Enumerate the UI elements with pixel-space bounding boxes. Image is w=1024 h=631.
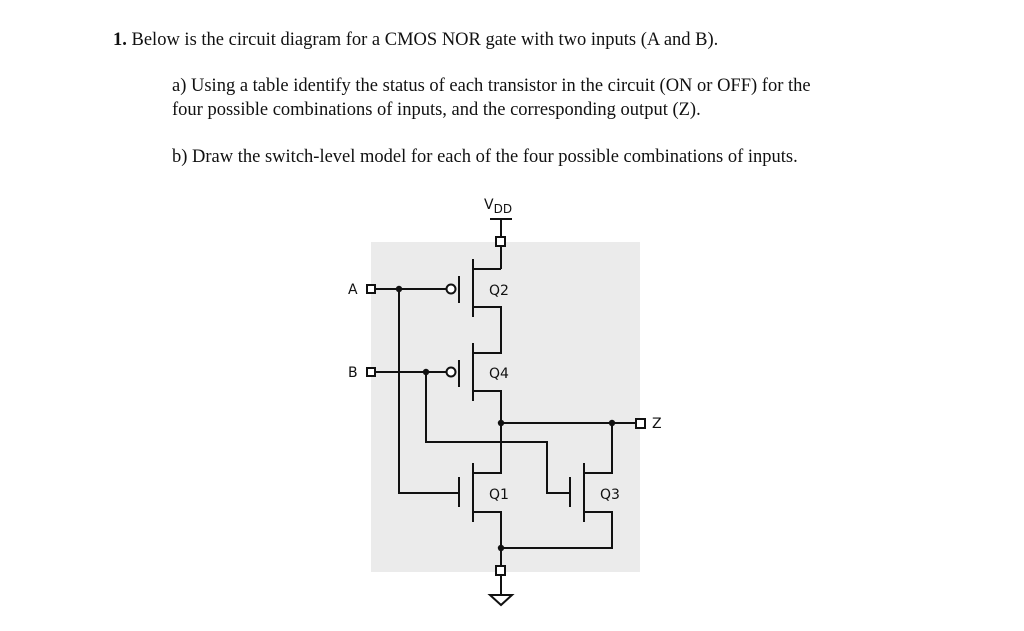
q3-label: Q3 [600,487,620,503]
junction [497,419,505,427]
q4-bubble [445,366,457,378]
question-number: 1. [113,30,127,50]
input-a-terminal [366,284,376,294]
q2-bubble [445,283,457,295]
q1-label: Q1 [489,487,509,503]
output-z-terminal [635,418,646,429]
junction [608,419,616,427]
part-a-line2: four possible combinations of inputs, an… [172,100,701,120]
question-text: Below is the circuit diagram for a CMOS … [131,30,719,50]
circuit-background [371,242,640,572]
output-z-label: Z [652,416,662,432]
junction [497,544,505,552]
junction [422,368,430,376]
q2-label: Q2 [489,283,509,299]
part-a-line1: a) Using a table identify the status of … [172,76,811,96]
part-b: b) Draw the switch-level model for each … [172,147,798,167]
vdd-label: VDD [484,197,512,216]
input-b-label: B [348,365,358,381]
input-a-label: A [348,282,358,298]
q4-label: Q4 [489,366,509,382]
ground-icon [487,594,515,607]
question-intro: 1. Below is the circuit diagram for a CM… [113,29,718,51]
input-b-terminal [366,367,376,377]
ground-terminal [495,565,506,576]
junction [395,285,403,293]
vdd-terminal [495,236,506,247]
